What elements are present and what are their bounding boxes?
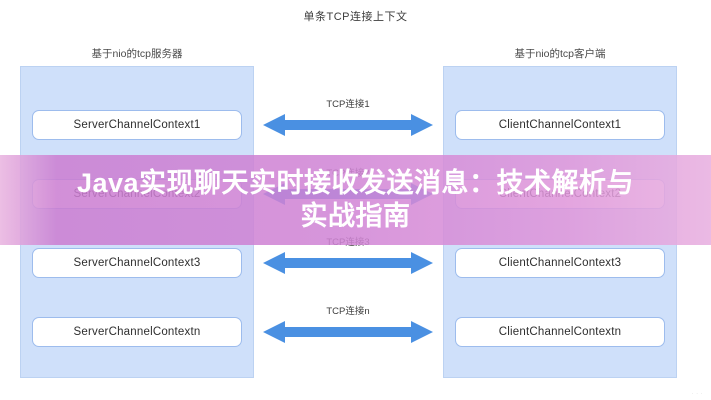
- diagram-title: 单条TCP连接上下文: [303, 11, 408, 23]
- client-channel-context-box: ClientChannelContext3: [455, 248, 665, 278]
- tcp-connection-label: TCP连接1: [326, 99, 370, 110]
- server-channel-context-box: ServerChannelContext3: [32, 248, 242, 278]
- overlay-title-line-1: Java实现聊天实时接收发送消息：技术解析与: [76, 168, 635, 199]
- bidirectional-arrow-icon: [263, 319, 433, 345]
- client-panel-header: 基于nio的tcp客户端: [514, 48, 606, 60]
- client-channel-context-box: ClientChannelContext1: [455, 110, 665, 140]
- server-channel-context-box: ServerChannelContext1: [32, 110, 242, 140]
- server-panel-header: 基于nio的tcp服务器: [91, 48, 183, 60]
- overlay-title-line-2: 实战指南: [300, 201, 411, 231]
- watermark: · · ·: [691, 391, 703, 397]
- client-channel-context-box: ClientChannelContextn: [455, 317, 665, 347]
- overlay-title-banner: Java实现聊天实时接收发送消息：技术解析与 实战指南: [0, 155, 711, 245]
- server-channel-context-box: ServerChannelContextn: [32, 317, 242, 347]
- bidirectional-arrow-icon: [263, 112, 433, 138]
- tcp-connection-label: TCP连接n: [326, 306, 370, 317]
- bidirectional-arrow-icon: [263, 250, 433, 276]
